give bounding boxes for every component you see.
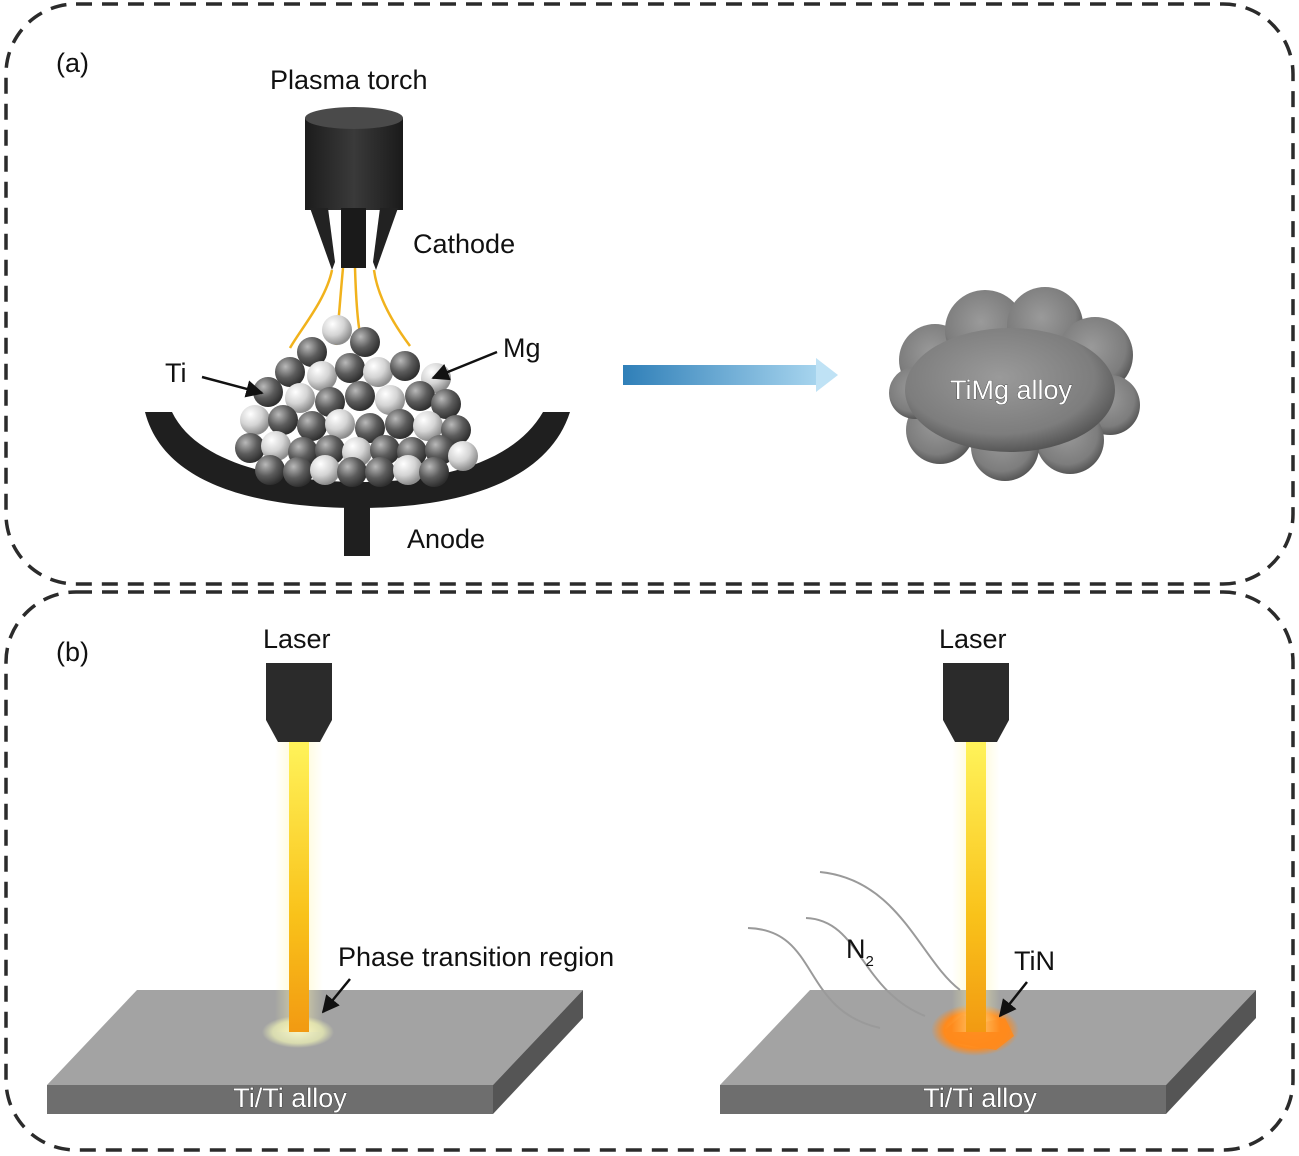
panel-a-frame <box>4 2 1295 586</box>
ti-particle <box>275 357 305 387</box>
ti-particle <box>431 389 461 419</box>
left-substrate-label: Ti/Ti alloy <box>233 1083 347 1113</box>
left-laser-head <box>266 663 332 742</box>
plasma-torch-label: Plasma torch <box>270 65 428 95</box>
timg-alloy-label: TiMg alloy <box>950 375 1073 405</box>
right-laser-head <box>943 663 1009 742</box>
panel-a-tag: (a) <box>56 48 89 78</box>
plasma-torch <box>305 107 403 270</box>
mg-particle <box>285 383 315 413</box>
phase-transition-pointer-arrow <box>321 978 351 1014</box>
ti-particle <box>235 433 265 463</box>
mg-particle <box>307 361 337 391</box>
mg-particle <box>310 455 340 485</box>
anode-crucible <box>145 412 570 556</box>
ti-particle <box>335 353 365 383</box>
timg-alloy-cloud <box>889 287 1140 481</box>
tin-label: TiN <box>1014 946 1055 976</box>
mg-particle <box>448 441 478 471</box>
ti-particle <box>255 455 285 485</box>
ti-particle <box>350 327 380 357</box>
mg-particle <box>240 405 270 435</box>
ti-particle <box>419 457 449 487</box>
ti-particle <box>405 381 435 411</box>
mg-particle <box>363 357 393 387</box>
panel-b-frame <box>4 590 1295 1152</box>
ti-particle <box>268 405 298 435</box>
right-substrate-label: Ti/Ti alloy <box>923 1083 1037 1113</box>
ti-particle <box>385 409 415 439</box>
ti-particle <box>390 351 420 381</box>
left-laser-beam <box>289 742 309 1032</box>
ti-particle <box>283 457 313 487</box>
ti-particle <box>355 413 385 443</box>
mg-particle <box>393 455 423 485</box>
mg-pointer-arrow <box>431 350 498 381</box>
ti-label: Ti <box>165 358 187 388</box>
mg-particle <box>261 431 291 461</box>
panel-b-tag: (b) <box>56 637 89 667</box>
ti-particle <box>345 381 375 411</box>
left-laser-label: Laser <box>263 624 331 654</box>
ti-pointer-arrow <box>201 375 264 398</box>
mg-label: Mg <box>503 333 541 363</box>
tin-pointer-arrow <box>998 981 1028 1018</box>
mg-particle <box>413 411 443 441</box>
ti-particle <box>441 415 471 445</box>
mg-particle <box>325 409 355 439</box>
mg-particle <box>375 385 405 415</box>
ti-particle <box>297 411 327 441</box>
mg-particle <box>322 315 352 345</box>
nitrogen-label: N2 <box>846 934 874 970</box>
right-laser-label: Laser <box>939 624 1007 654</box>
phase-transition-label: Phase transition region <box>338 942 614 972</box>
nitrogen-flow-lines <box>747 871 961 1029</box>
powder-pile <box>235 315 478 487</box>
cathode-label: Cathode <box>413 229 515 259</box>
ti-particle <box>337 457 367 487</box>
anode-label: Anode <box>407 524 485 554</box>
ti-particle <box>365 457 395 487</box>
right-laser-beam <box>966 742 986 1032</box>
ti-particle <box>297 337 327 367</box>
process-arrow <box>623 358 838 392</box>
